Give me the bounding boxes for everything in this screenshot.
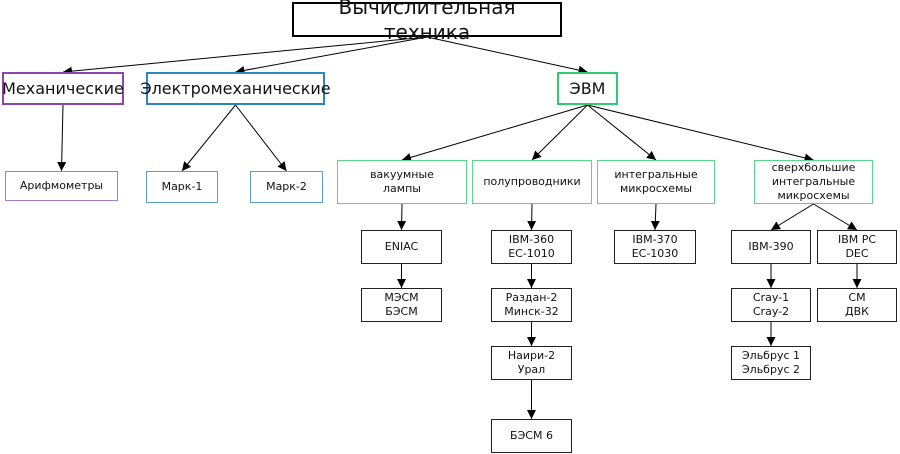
- node-ibm-390: IBM-390: [731, 230, 811, 264]
- node-vacuum-tubes: вакуумные лампы: [337, 160, 467, 204]
- node-integrated-circuits: интегральные микросхемы: [597, 160, 715, 204]
- node-evm: ЭВМ: [557, 72, 618, 105]
- node-ibm-pc-dec: IBM PC DEC: [817, 230, 897, 264]
- edge-vacuum-to-eniac: [397, 203, 407, 231]
- node-nairi-ural: Наири-2 Урал: [491, 346, 572, 380]
- edge-electromech-to-mark2: [235, 104, 287, 172]
- edge-evm-to-semi: [531, 104, 588, 161]
- node-electromechanical: Электромеханические: [140, 72, 331, 105]
- edge-ic-to-ibm370: [650, 203, 660, 231]
- edge-vlsi-to-ibm390: [770, 203, 814, 231]
- edge-evm-to-vlsi: [587, 104, 814, 163]
- edge-evm-to-ic: [587, 104, 657, 161]
- node-vlsi: сверхбольшие интегральные микросхемы: [754, 160, 873, 204]
- root-node-computing-technology: Вычислительная техника: [292, 0, 562, 44]
- edge-vlsi-to-ibmpc: [813, 203, 858, 231]
- node-cray: Cray-1 Cray-2: [731, 288, 811, 322]
- node-besm-6: БЭСМ 6: [491, 419, 572, 453]
- node-razdan-minsk: Раздан-2 Минск-32: [491, 288, 572, 322]
- node-mark-1: Марк-1: [146, 171, 218, 203]
- node-eniac: ENIAC: [361, 230, 442, 264]
- edge-evm-to-vacuum: [401, 104, 588, 162]
- edge-root-to-mechanical: [62, 36, 428, 76]
- edge-root-to-evm: [426, 36, 588, 75]
- node-semiconductors: полупроводники: [472, 160, 592, 204]
- node-ibm-360: IBM-360 ЕС-1010: [491, 230, 572, 264]
- node-arithmometers: Арифмометры: [5, 171, 118, 201]
- node-sm-dvk: СМ ДВК: [817, 288, 897, 322]
- node-elbrus: Эльбрус 1 Эльбрус 2: [731, 346, 811, 380]
- node-mark-2: Марк-2: [250, 171, 323, 203]
- edge-electromech-to-mark1: [181, 104, 236, 172]
- node-mesm-besm: МЭСМ БЭСМ: [361, 288, 442, 322]
- edge-mechanical-to-arith: [57, 104, 67, 172]
- edge-root-to-electromech: [235, 36, 428, 75]
- edge-semi-to-ibm360: [527, 203, 537, 231]
- node-ibm-370: IBM-370 ЕС-1030: [614, 230, 696, 264]
- node-mechanical: Механические: [2, 72, 124, 105]
